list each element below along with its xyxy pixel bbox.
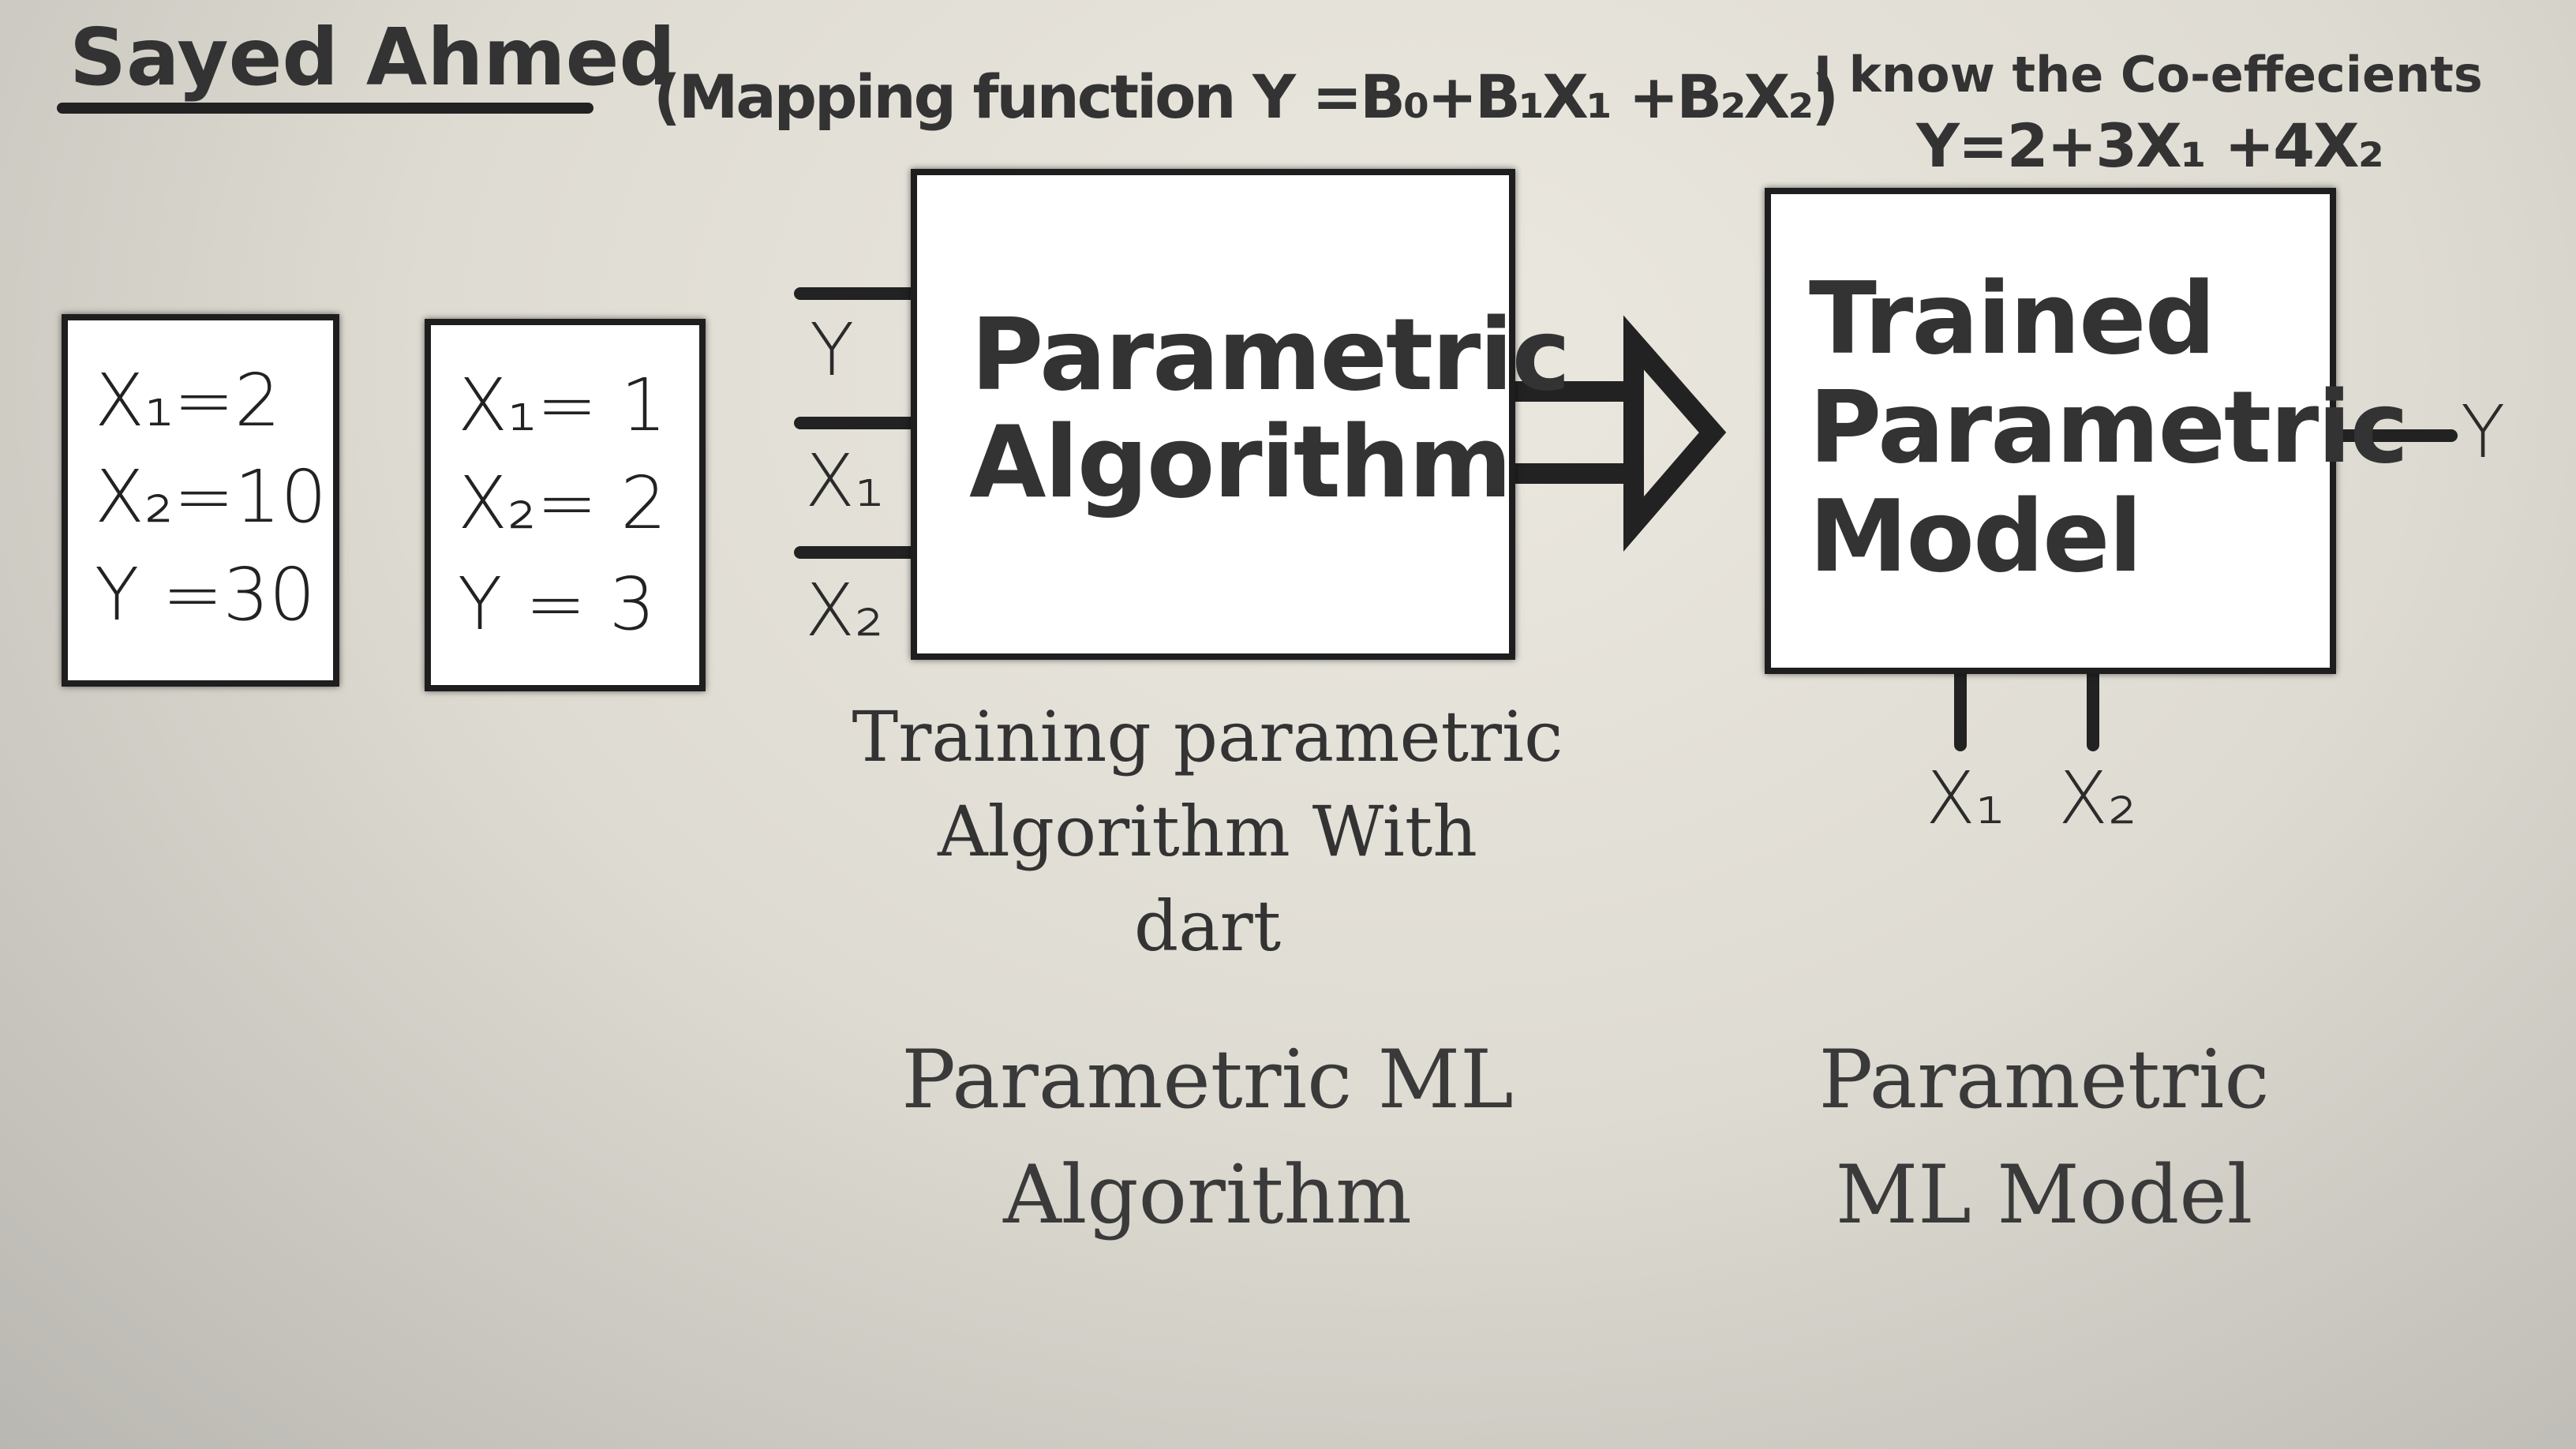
sample-1-x2: X₂=10 [95,455,328,539]
footer-algorithm-line1: Parametric ML [901,1033,1514,1127]
algorithm-input-x2: X₂ [805,568,884,653]
coefficients-formula: Y=2+3X₁ +4X₂ [1916,110,2384,181]
model-title-line2: Parametric [1809,369,2409,485]
sample-2-y: Y = 3 [458,562,656,646]
sample-1-x1: X₁=2 [95,358,281,443]
mapping-function: (Mapping function Y =B₀+B₁X₁ +B₂X₂) [653,62,1839,132]
footer-model-line1: Parametric [1818,1033,2270,1127]
model-title-line1: Trained [1809,260,2216,376]
algorithm-caption-line2: Algorithm With [938,791,1477,872]
sample-box-1: X₁=2 X₂=10 Y =30 [62,314,339,687]
mapping-suffix: ) [1811,62,1839,132]
sample-1-y: Y =30 [95,552,316,637]
author-name: Sayed Ahmed [69,11,676,103]
algorithm-input-x1: X₁ [805,439,884,523]
model-input-x1: X₁ [1926,756,2005,841]
double-arrow [1515,315,1727,552]
algorithm-caption-line3: dart [1133,886,1282,967]
author-underline [57,103,593,114]
trained-model-box: Trained Parametric Model [1765,188,2409,674]
algorithm-title-line2: Algorithm [969,404,1512,520]
algorithm-input-y: Y [810,308,855,392]
footer-algorithm-line2: Algorithm [1003,1148,1412,1242]
model-output-y: Y [2461,390,2506,474]
sample-2-x2: X₂= 2 [458,461,667,545]
algorithm-title-line1: Parametric [971,297,1571,413]
mapping-formula: Y =B₀+B₁X₁ +B₂X₂ [1252,62,1814,132]
parametric-algorithm-box: Parametric Algorithm [911,169,1571,660]
footer-model-line2: ML Model [1835,1148,2253,1242]
mapping-prefix: (Mapping function [653,62,1252,132]
model-input-x2: X₂ [2058,756,2137,841]
coefficients-note: I know the Co-effecients [1814,46,2483,103]
footer-model-label: Parametric ML Model [1720,1023,2368,1253]
sample-box-2: X₁= 1 X₂= 2 Y = 3 [425,319,706,691]
sample-2-x1: X₁= 1 [458,363,667,447]
model-title-line3: Model [1809,478,2143,594]
algorithm-caption-line1: Training parametric [852,696,1563,777]
algorithm-caption: Training parametric Algorithm With dart [837,690,1578,974]
footer-algorithm-label: Parametric ML Algorithm [852,1023,1563,1253]
